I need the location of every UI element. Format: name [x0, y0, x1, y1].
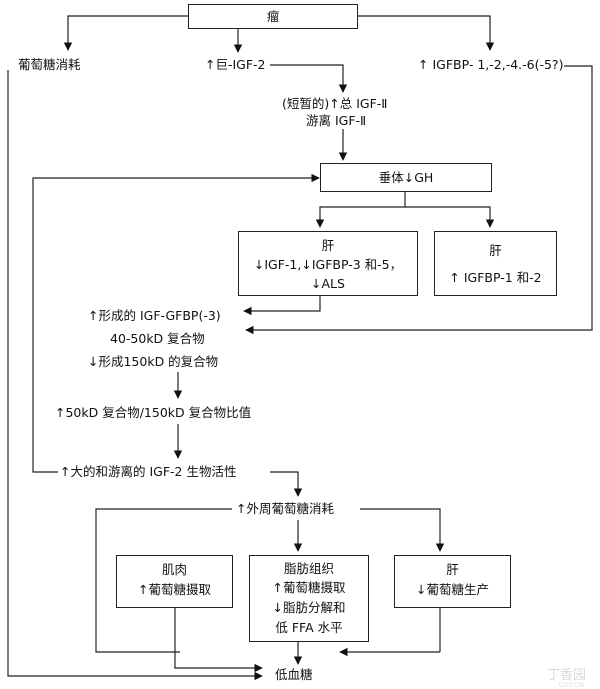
free-igf2-label: 游离 IGF-Ⅱ	[306, 113, 367, 128]
liver1-title: 肝	[321, 238, 335, 253]
arrow-bioactivity-to-peripheral	[270, 471, 303, 497]
adipose-line1: ↑葡萄糖摄取	[272, 580, 346, 595]
pituitary-box: 垂体↓GH	[320, 163, 492, 192]
arrow-big-igf2-to-total	[270, 64, 348, 93]
liver3-title: 肝	[446, 562, 459, 577]
adipose-line3: 低 FFA 水平	[275, 620, 343, 635]
liver1-line1: ↓IGF-1,↓IGFBP-3 和-5，	[253, 257, 403, 272]
igfbp-label: ↑ IGFBP- 1,-2,-4.-6(-5?)	[418, 57, 564, 72]
peripheral-label: ↑外周葡萄糖消耗	[236, 501, 334, 516]
hypoglycemia-label: 低血糖	[275, 667, 313, 682]
bioactivity-label: ↑大的和游离的 IGF-2 生物活性	[60, 464, 237, 479]
arrow-pituitary-to-liver2	[405, 206, 495, 228]
liver-box-3: 肝 ↓葡萄糖生产	[394, 555, 511, 608]
adipose-title: 脂肪组织	[283, 561, 334, 576]
big-igf2-label: ↑巨-IGF-2	[205, 57, 266, 72]
muscle-line1: ↑葡萄糖摄取	[138, 582, 211, 597]
arrow-liver1-to-complex	[243, 296, 321, 316]
arrow-tumor-to-igfbp	[358, 15, 495, 51]
tumor-box: 瘤	[188, 4, 358, 29]
complex-line-2: 40-50kD 复合物	[110, 331, 205, 346]
adipose-box: 脂肪组织 ↑葡萄糖摄取 ↓脂肪分解和 低 FFA 水平	[249, 555, 369, 642]
arrow-glucose-to-hypo	[7, 70, 263, 681]
tumor-label: 瘤	[266, 9, 280, 24]
ratio-label: ↑50kD 复合物/150kD 复合物比值	[55, 405, 252, 420]
muscle-box: 肌肉 ↑葡萄糖摄取	[116, 555, 233, 608]
line-muscle-down	[174, 608, 263, 673]
arrow-bioactivity-to-pituitary	[32, 173, 320, 473]
liver-box-1: 肝 ↓IGF-1,↓IGFBP-3 和-5， ↓ALS	[238, 231, 418, 296]
liver3-line1: ↓葡萄糖生产	[416, 582, 489, 597]
liver2-line1: ↑ IGFBP-1 和-2	[449, 270, 542, 285]
complex-line-1: ↑形成的 IGF-GFBP(-3)	[88, 308, 221, 323]
arrow-peripheral-to-muscle	[95, 508, 232, 653]
arrow-tumor-to-glucose	[63, 15, 188, 51]
arrow-igfbp-to-complex	[245, 65, 593, 335]
liver-box-2: 肝 ↑ IGFBP-1 和-2	[434, 231, 557, 296]
watermark-logo: 丁香园	[546, 668, 586, 683]
total-igf2-label: (短暂的)↑总 IGF-Ⅱ	[282, 96, 388, 111]
pituitary-label: 垂体↓GH	[378, 170, 434, 185]
arrow-pituitary-split	[315, 192, 406, 228]
watermark-sub: DXY.CN	[558, 681, 584, 689]
adipose-line2: ↓脂肪分解和	[272, 600, 346, 615]
complex-line-3: ↓形成150kD 的复合物	[88, 354, 219, 369]
muscle-title: 肌肉	[161, 562, 187, 577]
liver1-line2: ↓ALS	[311, 276, 345, 291]
arrow-peripheral-to-liver3	[360, 508, 445, 552]
glucose-consumption-label: 葡萄糖消耗	[18, 57, 81, 72]
liver2-title: 肝	[489, 243, 502, 258]
